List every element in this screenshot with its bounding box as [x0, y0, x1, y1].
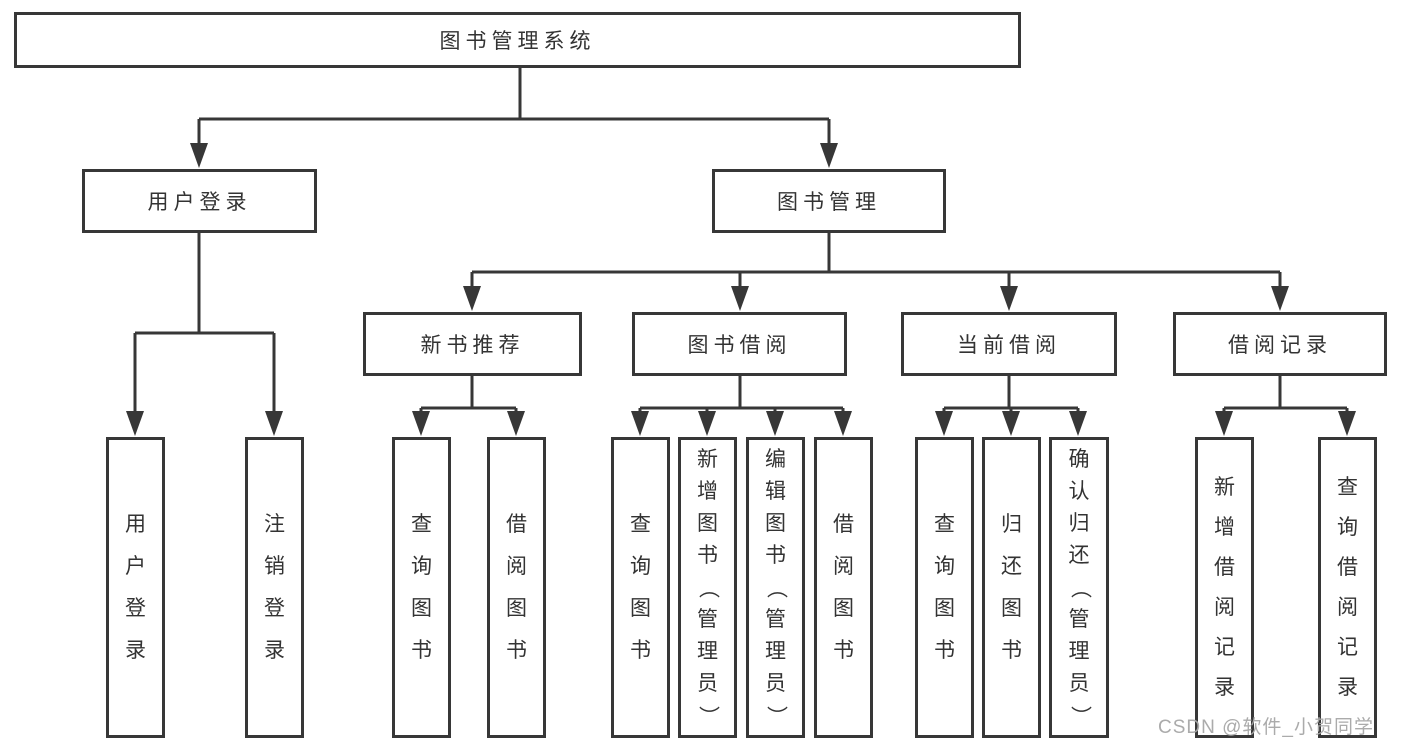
arrow-down-icon: [126, 411, 144, 436]
arrow-down-icon: [412, 411, 430, 436]
node-new-book-recommend-label: 新书推荐: [420, 334, 525, 357]
leaf-query-books-recommend: 查询图书: [392, 437, 451, 738]
leaf-logout-label: 注销登录: [264, 512, 285, 662]
arrow-down-icon: [820, 143, 838, 168]
leaf-confirm-return-admin: 确认归还（管理员）: [1049, 437, 1109, 738]
node-book-management: 图书管理: [712, 169, 946, 233]
arrow-down-icon: [1002, 411, 1020, 436]
arrow-down-icon: [935, 411, 953, 436]
node-borrow-records-label: 借阅记录: [1228, 334, 1332, 357]
arrow-down-icon: [463, 286, 481, 311]
node-root-label: 图书管理系统: [439, 30, 596, 53]
leaf-add-borrow-record-label: 新增借阅记录: [1214, 475, 1235, 699]
arrow-down-icon: [265, 411, 283, 436]
node-current-borrow-label: 当前借阅: [957, 334, 1061, 357]
leaf-add-book-admin: 新增图书（管理员）: [678, 437, 737, 738]
leaf-edit-book-admin-label: 编辑图书（管理员）: [764, 447, 788, 727]
connector-borrow-records: [1222, 376, 1349, 418]
node-user-login: 用户登录: [82, 169, 317, 233]
node-borrow-records: 借阅记录: [1173, 312, 1387, 376]
leaf-edit-book-admin: 编辑图书（管理员）: [746, 437, 805, 738]
arrow-down-icon: [631, 411, 649, 436]
connector-new-book-recommend: [419, 376, 518, 418]
arrow-down-icon: [1271, 286, 1289, 311]
arrow-down-icon: [507, 411, 525, 436]
arrow-down-icon: [190, 143, 208, 168]
leaf-borrow-books-recommend-label: 借阅图书: [506, 512, 527, 662]
arrow-down-icon: [698, 411, 716, 436]
leaf-confirm-return-admin-label: 确认归还（管理员）: [1068, 447, 1091, 727]
arrowheads: [126, 143, 1356, 436]
arrow-down-icon: [1069, 411, 1087, 436]
leaf-query-books-current: 查询图书: [915, 437, 974, 738]
arrow-down-icon: [834, 411, 852, 436]
leaf-query-borrow-record: 查询借阅记录: [1318, 437, 1377, 738]
node-root-system: 图书管理系统: [14, 12, 1021, 68]
arrow-down-icon: [1215, 411, 1233, 436]
leaf-add-borrow-record: 新增借阅记录: [1195, 437, 1254, 738]
leaf-borrow-books-borrow: 借阅图书: [814, 437, 873, 738]
node-book-management-label: 图书管理: [777, 191, 881, 214]
csdn-watermark: CSDN @软件_小贺同学: [1158, 717, 1374, 738]
arrow-down-icon: [731, 286, 749, 311]
leaf-logout: 注销登录: [245, 437, 304, 738]
leaf-add-book-admin-label: 新增图书（管理员）: [696, 447, 720, 727]
leaf-borrow-books-borrow-label: 借阅图书: [833, 512, 854, 662]
leaf-return-book-label: 归还图书: [1001, 512, 1022, 662]
connector-book-management: [470, 233, 1282, 293]
leaf-query-books-current-label: 查询图书: [934, 512, 955, 662]
arrow-down-icon: [1000, 286, 1018, 311]
leaf-query-books-borrow-label: 查询图书: [630, 512, 651, 662]
node-book-borrow-label: 图书借阅: [687, 334, 792, 357]
arrow-down-icon: [766, 411, 784, 436]
arrow-down-icon: [1338, 411, 1356, 436]
leaf-query-books-recommend-label: 查询图书: [411, 512, 432, 662]
connector-root: [197, 68, 831, 150]
leaf-borrow-books-recommend: 借阅图书: [487, 437, 546, 738]
leaf-user-login-label: 用户登录: [125, 512, 146, 662]
node-new-book-recommend: 新书推荐: [363, 312, 582, 376]
leaf-query-borrow-record-label: 查询借阅记录: [1337, 475, 1358, 699]
leaf-return-book: 归还图书: [982, 437, 1041, 738]
node-user-login-label: 用户登录: [147, 191, 252, 214]
leaf-user-login: 用户登录: [106, 437, 165, 738]
connector-user-login: [133, 233, 276, 418]
node-book-borrow: 图书借阅: [632, 312, 847, 376]
connector-book-borrow: [638, 376, 845, 418]
leaf-query-books-borrow: 查询图书: [611, 437, 670, 738]
node-current-borrow: 当前借阅: [901, 312, 1117, 376]
